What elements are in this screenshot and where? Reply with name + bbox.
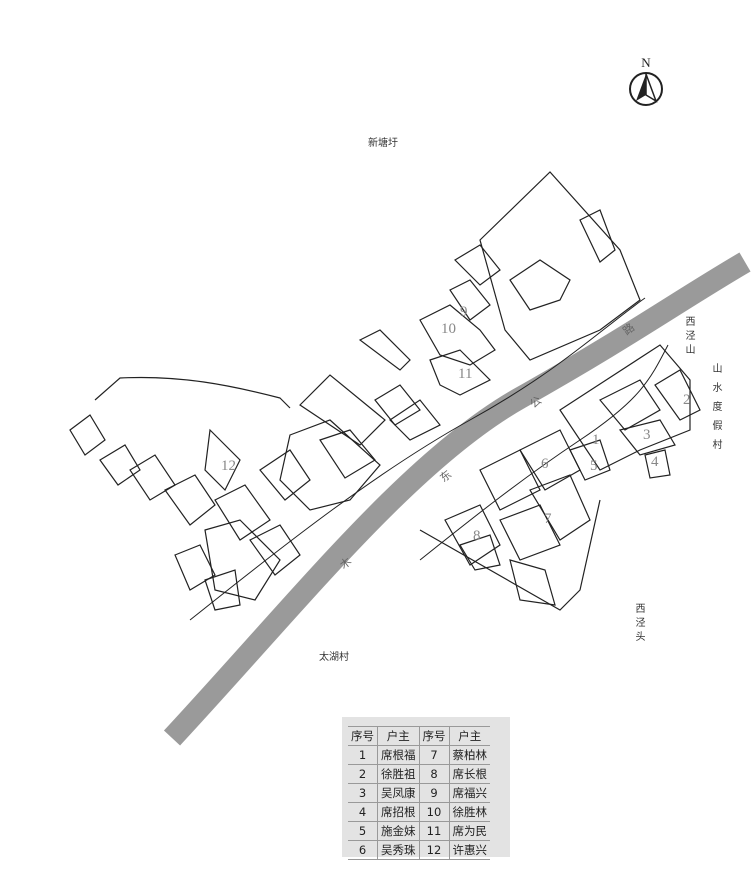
house-number: 2 (683, 392, 691, 408)
cell: 3 (348, 783, 378, 803)
cell: 席根福 (377, 745, 419, 765)
north-label: N (641, 55, 651, 70)
cell: 6 (348, 840, 378, 860)
place-xintangxu: 新塘圩 (368, 138, 398, 149)
cell: 徐胜祖 (377, 764, 419, 784)
cell: 4 (348, 802, 378, 822)
house-number: 10 (441, 321, 456, 337)
header-cell: 序号 (418, 726, 449, 746)
cell: 9 (418, 783, 449, 803)
cell: 施金妹 (377, 821, 419, 841)
cell: 5 (348, 821, 378, 841)
house-number: 5 (590, 458, 598, 474)
cell: 许惠兴 (448, 840, 490, 860)
north-buildings (69, 171, 641, 611)
cell: 席长根 (448, 764, 490, 784)
south-buildings (419, 344, 701, 611)
north-indicator: N (626, 55, 666, 115)
house-number: 7 (544, 511, 552, 527)
legend-header-row: 序号 户主 序号 户主 (348, 726, 490, 746)
house-number: 6 (541, 456, 549, 472)
header-cell: 户主 (448, 726, 490, 746)
cell: 吴凤康 (377, 783, 419, 803)
cell: 10 (418, 802, 449, 822)
cell: 12 (418, 840, 449, 860)
cell: 蔡柏林 (448, 745, 490, 765)
road-band (163, 252, 751, 746)
cell: 11 (418, 821, 449, 841)
house-number: 3 (643, 427, 651, 443)
house-number: 9 (460, 304, 468, 320)
cell: 8 (418, 764, 449, 784)
cell: 席招根 (377, 802, 419, 822)
house-number: 1 (592, 432, 600, 448)
place-taihucun: 太湖村 (319, 652, 349, 663)
north-arrow-icon (629, 72, 663, 106)
house-number: 11 (458, 366, 473, 382)
place-shanshui: 山水度假村 (710, 363, 721, 458)
house-number: 4 (651, 454, 659, 470)
cell: 7 (418, 745, 449, 765)
header-cell: 户主 (377, 726, 419, 746)
place-xijingtou: 西泾头 (633, 603, 644, 645)
header-cell: 序号 (348, 726, 378, 746)
cell: 吴秀珠 (377, 840, 419, 860)
cell: 2 (348, 764, 378, 784)
cell: 徐胜林 (448, 802, 490, 822)
road-edges (189, 297, 669, 621)
house-number: 12 (221, 458, 236, 474)
place-xijingshan: 西泾山 (683, 316, 694, 358)
cell: 1 (348, 745, 378, 765)
house-number: 8 (473, 528, 481, 544)
cell: 席福兴 (448, 783, 490, 803)
cell: 席为民 (448, 821, 490, 841)
